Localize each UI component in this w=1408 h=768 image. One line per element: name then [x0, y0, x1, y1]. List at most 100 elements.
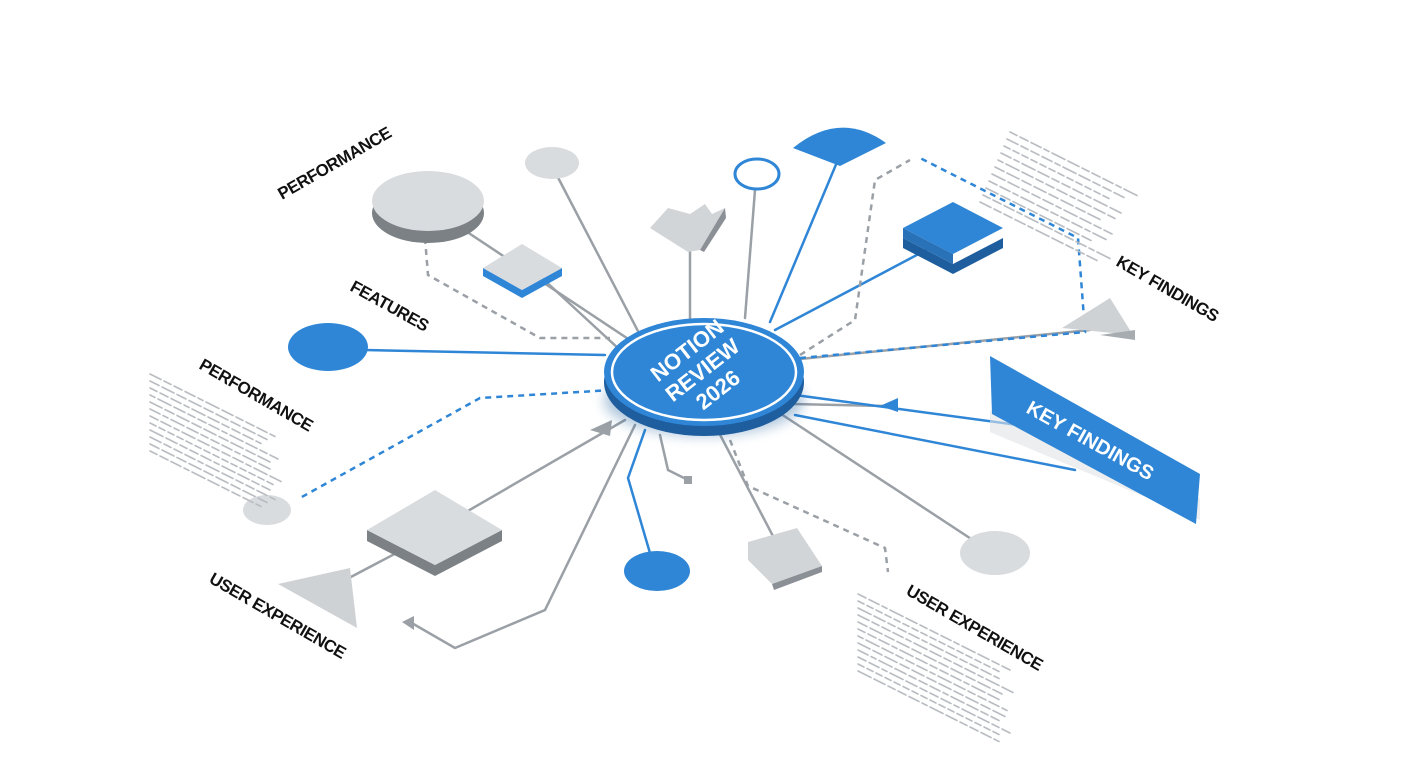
- filler-dash: [203, 428, 217, 436]
- filler-dash: [893, 618, 901, 623]
- filler-dash: [179, 444, 188, 450]
- filler-dash: [1102, 194, 1110, 200]
- filler-dash: [1054, 230, 1063, 236]
- filler-dash: [165, 437, 178, 445]
- filler-dash: [251, 480, 260, 486]
- filler-dash: [1039, 214, 1053, 222]
- filler-dash: [947, 645, 955, 650]
- filler-dash: [1000, 152, 1012, 159]
- filler-dash: [1093, 190, 1101, 195]
- filler-dash: [186, 426, 199, 434]
- filler-dash: [184, 453, 196, 461]
- filler-dash: [149, 387, 158, 393]
- filler-dash: [857, 642, 871, 650]
- gray-triangle-right-node: [1062, 298, 1135, 340]
- filler-dash: [902, 685, 910, 691]
- filler-dash: [1006, 172, 1020, 180]
- filler-dash: [983, 726, 991, 731]
- filler-dash: [940, 634, 952, 642]
- filler-dash: [230, 441, 244, 450]
- filler-dash: [1035, 178, 1044, 184]
- filler-dash: [929, 636, 937, 641]
- filler-dash: [1012, 200, 1026, 209]
- filler-dash: [261, 485, 271, 491]
- filler-dash: [191, 408, 206, 417]
- connector-pentagon: [713, 423, 777, 542]
- filler-dash: [983, 663, 991, 668]
- filler-dash: [929, 685, 941, 692]
- filler-dash: [938, 703, 946, 709]
- filler-dash: [980, 703, 991, 710]
- filler-dash: [1075, 240, 1087, 248]
- filler-dash: [929, 671, 936, 676]
- filler-dash: [1043, 148, 1050, 153]
- filler-dash: [992, 199, 1002, 205]
- blue-fan-node: [793, 127, 886, 166]
- filler-dash: [1066, 176, 1074, 182]
- filler-dash: [149, 408, 161, 415]
- filler-dash: [203, 470, 214, 477]
- blue-ring-node: [733, 157, 781, 191]
- filler-dash: [237, 473, 250, 481]
- filler-dash: [964, 667, 976, 675]
- filler-dash: [235, 416, 244, 422]
- filler-dash: [937, 675, 952, 684]
- filler-dash: [242, 426, 256, 435]
- filler-dash: [866, 667, 874, 673]
- filler-dash: [938, 682, 952, 691]
- filler-dash: [1003, 145, 1011, 150]
- filler-dash: [899, 663, 910, 670]
- filler-dash: [929, 706, 944, 715]
- filler-dash: [905, 638, 912, 643]
- filler-dash: [987, 693, 1000, 701]
- filler-dash: [938, 640, 946, 646]
- filler-dash: [920, 694, 928, 700]
- filler-dash: [159, 455, 169, 461]
- filler-dash: [269, 475, 282, 483]
- filler-dash: [999, 185, 1011, 193]
- filler-dash: [889, 609, 904, 618]
- filler-dash: [891, 645, 898, 650]
- filler-dash: [1092, 232, 1107, 241]
- filler-dash: [162, 414, 169, 419]
- connectors-blue: [363, 153, 1077, 562]
- filler-dash: [977, 716, 990, 724]
- filler-dash: [1085, 194, 1092, 199]
- filler-dash: [213, 461, 220, 466]
- filler-dash: [232, 456, 244, 464]
- filler-dash: [953, 683, 966, 691]
- filler-dash: [1021, 154, 1029, 159]
- filler-dash: [969, 726, 979, 732]
- filler-dash: [221, 451, 231, 457]
- filler-dash: [915, 657, 928, 665]
- filler-dash: [185, 440, 193, 445]
- filler-dash: [259, 449, 268, 455]
- filler-dash: [149, 429, 164, 438]
- gray-pentagon-node: [748, 528, 822, 590]
- filler-dash: [269, 433, 276, 438]
- arrowhead-bottom: [402, 616, 414, 630]
- small-gray-disc-left: [243, 495, 291, 525]
- dashed-blue-left: [299, 388, 613, 500]
- filler-dash: [1066, 227, 1080, 236]
- filler-dash: [926, 676, 937, 683]
- filler-dash: [857, 607, 872, 616]
- filler-dash: [872, 649, 883, 656]
- filler-dash: [945, 714, 958, 722]
- filler-dash: [170, 418, 185, 427]
- filler-dash: [895, 654, 904, 660]
- filler-dash: [908, 632, 920, 640]
- filler-dash: [1012, 149, 1020, 155]
- blue-disc-bottom-node: [624, 551, 690, 591]
- filler-dash: [965, 675, 976, 682]
- filler-dash: [149, 436, 162, 444]
- filler-dash: [961, 708, 976, 717]
- filler-dash: [170, 397, 182, 405]
- filler-dash: [1001, 707, 1008, 712]
- gray-triangle-left-node: [278, 568, 357, 628]
- filler-dash: [1081, 167, 1090, 173]
- filler-dash: [868, 661, 880, 669]
- filler-dash: [897, 690, 907, 696]
- filler-dash: [857, 621, 868, 628]
- filler-dash: [871, 621, 880, 627]
